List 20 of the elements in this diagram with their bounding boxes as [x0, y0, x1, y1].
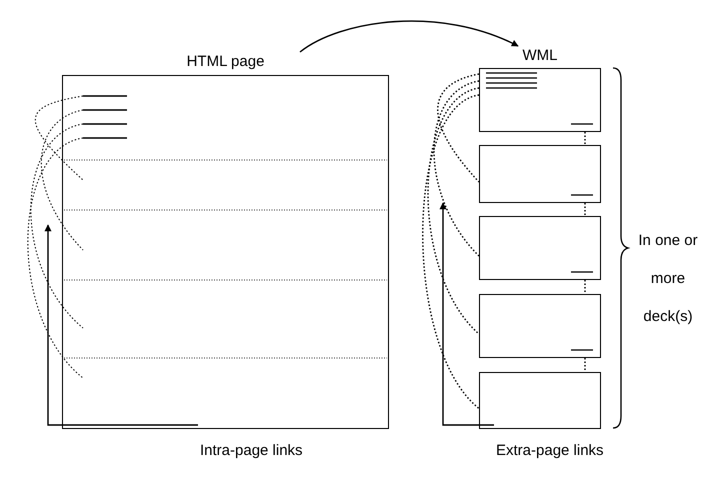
deck-note: In one or more deck(s) — [637, 231, 699, 327]
box-title: WML — [522, 46, 558, 66]
dotted-link-line — [427, 87, 480, 334]
arrow — [300, 20, 519, 53]
card-frame — [479, 145, 601, 203]
dotted-link-line — [437, 73, 480, 182]
box-title: HTML page — [186, 52, 264, 72]
link-label: Extra-page links — [496, 440, 661, 462]
dotted-link-line — [584, 132, 586, 145]
dotted-link-line — [584, 203, 586, 216]
dotted-link-line — [433, 80, 480, 256]
card-frame — [479, 372, 601, 429]
arrow — [440, 202, 494, 426]
dotted-link-line — [584, 358, 586, 372]
dotted-link-line — [584, 280, 586, 294]
card-frame — [479, 294, 601, 358]
link-label: Intra-page links — [200, 440, 360, 462]
card-frame — [479, 216, 601, 280]
arrow — [44, 224, 198, 426]
dotted-link-line — [422, 94, 480, 409]
